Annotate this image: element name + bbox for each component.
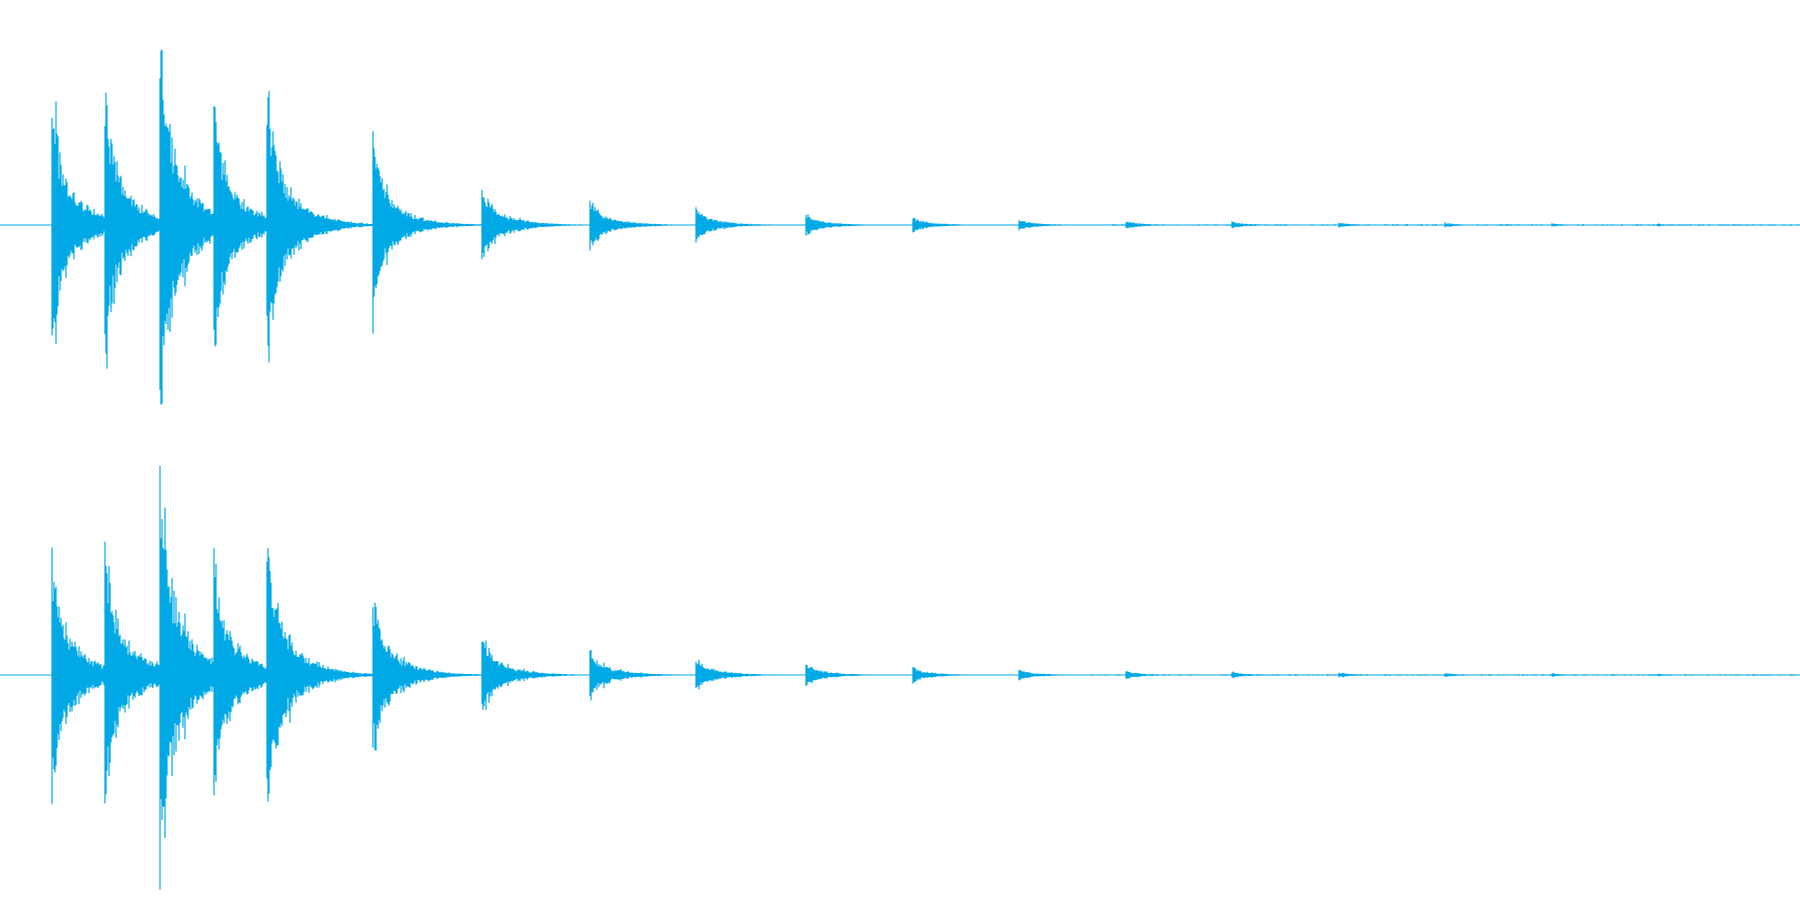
channel-waveform bbox=[51, 49, 1799, 405]
channel-2[interactable] bbox=[0, 465, 1800, 890]
channel-1[interactable] bbox=[0, 49, 1800, 405]
channel-waveform bbox=[51, 465, 1799, 890]
